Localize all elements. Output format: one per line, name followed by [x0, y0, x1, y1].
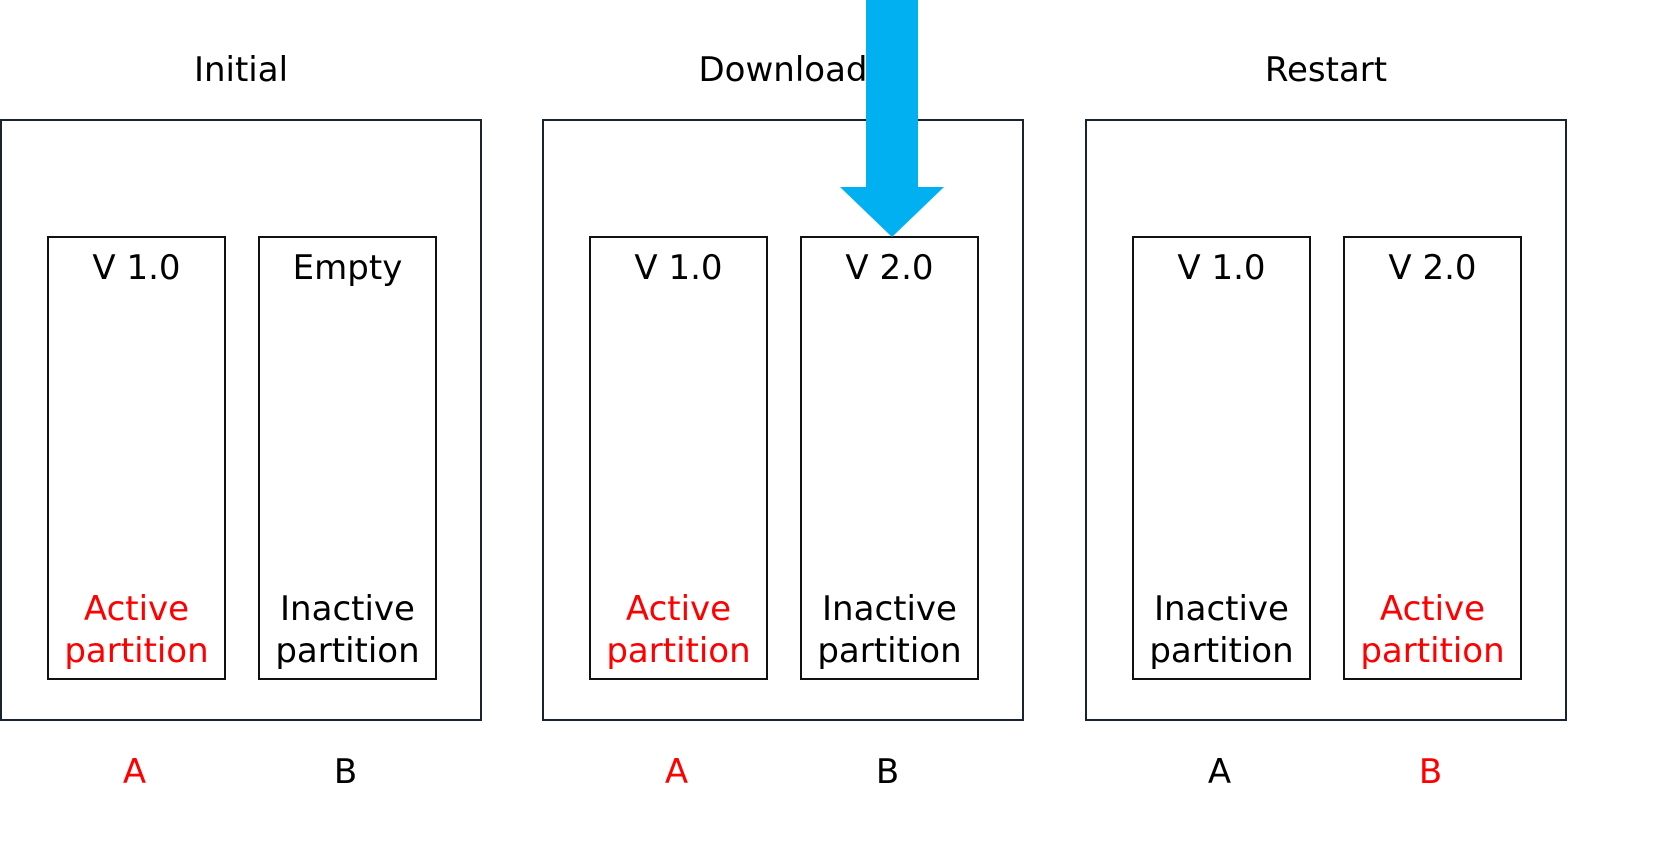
- stage-restart: Restart V 1.0 Inactive partition V 2.0 A…: [1085, 0, 1567, 863]
- partition-a: V 1.0 Active partition: [47, 236, 226, 680]
- slot-label-b: B: [875, 752, 900, 792]
- partition-a: V 1.0 Active partition: [589, 236, 768, 680]
- partition-version: V 1.0: [634, 248, 723, 288]
- partition-b: V 2.0 Active partition: [1343, 236, 1522, 680]
- partition-status: Active partition: [606, 589, 751, 671]
- device-storage-box: V 1.0 Active partition Empty Inactive pa…: [0, 119, 482, 721]
- stage-title: Restart: [1264, 50, 1388, 90]
- download-arrow-icon: [840, 0, 944, 237]
- partition-b: Empty Inactive partition: [258, 236, 437, 680]
- slot-label-b: B: [333, 752, 358, 792]
- slot-label-a: A: [1207, 752, 1232, 792]
- partition-version: Empty: [292, 248, 403, 288]
- device-storage-box: V 1.0 Active partition V 2.0 Inactive pa…: [542, 119, 1024, 721]
- partition-version: V 2.0: [1388, 248, 1477, 288]
- slot-label-b: B: [1418, 752, 1443, 792]
- partition-a: V 1.0 Inactive partition: [1132, 236, 1311, 680]
- partition-version: V 1.0: [1177, 248, 1266, 288]
- partition-status: Active partition: [64, 589, 209, 671]
- partition-version: V 1.0: [92, 248, 181, 288]
- partition-b: V 2.0 Inactive partition: [800, 236, 979, 680]
- partition-status: Active partition: [1360, 589, 1505, 671]
- stage-title: Initial: [193, 50, 289, 90]
- partition-status: Inactive partition: [275, 589, 420, 671]
- slot-label-a: A: [664, 752, 689, 792]
- stage-title: Download: [698, 50, 868, 90]
- stage-initial: Initial V 1.0 Active partition Empty Ina…: [0, 0, 482, 863]
- partition-status: Inactive partition: [817, 589, 962, 671]
- partition-version: V 2.0: [845, 248, 934, 288]
- slot-label-a: A: [122, 752, 147, 792]
- partition-status: Inactive partition: [1149, 589, 1294, 671]
- stage-download: Download V 1.0 Active partition V 2.0 In…: [542, 0, 1024, 863]
- device-storage-box: V 1.0 Inactive partition V 2.0 Active pa…: [1085, 119, 1567, 721]
